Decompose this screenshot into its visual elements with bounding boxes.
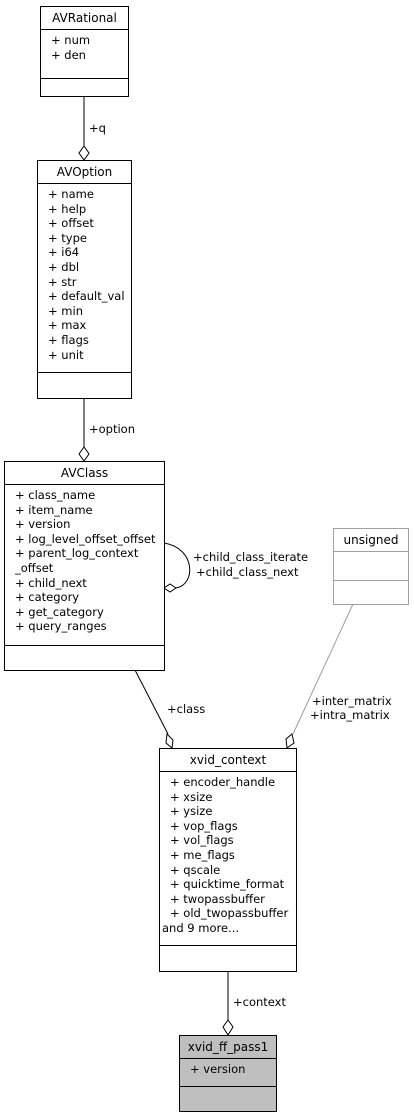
- attribute: + parent_log_context: [15, 546, 139, 561]
- class-name: xvid_context: [160, 749, 296, 772]
- class-name: xvid_ff_pass1: [180, 1036, 276, 1059]
- edge-self-loop: [163, 542, 191, 589]
- attribute: + den: [51, 47, 86, 62]
- attribute: + child_next: [15, 575, 87, 590]
- class-name: AVOption: [38, 161, 131, 184]
- attribute: + vol_flags: [170, 833, 234, 848]
- attribute: + min: [48, 303, 83, 318]
- class-name: unsigned: [334, 529, 408, 552]
- attribute: + i64: [48, 245, 80, 260]
- attribute: + log_level_offset_offset: [15, 531, 156, 546]
- aggregation-diamond-q: [78, 145, 90, 161]
- attribute: + old_twopassbuffer: [170, 906, 289, 921]
- label-child-class-iterate: +child_class_iterate: [193, 550, 309, 564]
- attribute: + item_name: [15, 502, 93, 517]
- attribute: + query_ranges: [15, 619, 107, 634]
- attribute: + str: [48, 274, 77, 289]
- aggregation-diamond-option: [78, 446, 90, 462]
- class-box-avoption[interactable]: AVOption + name+ help+ offset+ type+ i64…: [37, 160, 132, 399]
- attribute: and 9 more...: [162, 920, 240, 935]
- attribute: + dbl: [48, 259, 80, 274]
- label-intra-matrix: +intra_matrix: [310, 708, 390, 722]
- attribute: + category: [15, 590, 80, 605]
- attribute: + offset: [48, 216, 94, 231]
- class-box-avrational[interactable]: AVRational + num+ den: [40, 6, 129, 97]
- aggregation-diamond-context: [222, 1019, 234, 1036]
- attribute: + xsize: [170, 789, 213, 804]
- attribute-list: + class_name+ item_name+ version+ log_le…: [5, 484, 164, 646]
- attribute: + num: [51, 33, 91, 47]
- attribute: + version: [190, 1062, 246, 1076]
- attribute: + unit: [48, 347, 84, 362]
- class-name: AVClass: [5, 462, 164, 485]
- attribute-list: [334, 551, 408, 581]
- attribute: + encoder_handle: [170, 775, 276, 789]
- attribute: + vop_flags: [170, 818, 238, 833]
- attribute: + class_name: [15, 488, 96, 502]
- attribute: + get_category: [15, 604, 104, 619]
- label-inter-matrix: +inter_matrix: [312, 694, 392, 708]
- edge-matrix: [292, 603, 354, 735]
- label-child-class-next: +child_class_next: [196, 565, 299, 579]
- aggregation-diamond-class: [165, 732, 174, 749]
- class-box-xvid-context[interactable]: xvid_context + encoder_handle+ xsize+ ys…: [159, 748, 297, 972]
- label-q: +q: [89, 121, 106, 135]
- label-class: +class: [167, 702, 206, 716]
- attribute: _offset: [15, 560, 54, 575]
- class-box-avclass[interactable]: AVClass + class_name+ item_name+ version…: [4, 461, 165, 671]
- attribute: + me_flags: [170, 847, 235, 862]
- attribute: + type: [48, 230, 87, 245]
- attribute: + twopassbuffer: [170, 891, 265, 906]
- attribute: + qscale: [170, 862, 221, 877]
- attribute-list: + version: [180, 1058, 276, 1087]
- attribute: + name: [48, 187, 94, 201]
- attribute: + version: [15, 517, 71, 532]
- attribute: + max: [48, 318, 87, 333]
- attribute-list: + num+ den: [41, 29, 128, 79]
- class-name: AVRational: [41, 7, 128, 30]
- attribute-list: + name+ help+ offset+ type+ i64+ dbl+ st…: [38, 183, 131, 373]
- class-box-xvid-ff-pass1[interactable]: xvid_ff_pass1 + version: [179, 1035, 277, 1112]
- attribute: + help: [48, 201, 87, 216]
- aggregation-diamond-self: [163, 583, 177, 593]
- label-context: +context: [233, 995, 286, 1009]
- aggregation-diamond-matrix: [285, 733, 295, 749]
- class-box-unsigned[interactable]: unsigned: [333, 528, 409, 605]
- label-option: +option: [89, 422, 135, 436]
- attribute: + ysize: [170, 804, 213, 819]
- edge-class: [134, 669, 169, 735]
- attribute: + quicktime_format: [170, 877, 285, 892]
- attribute: + flags: [48, 332, 89, 347]
- attribute-list: + encoder_handle+ xsize+ ysize+ vop_flag…: [160, 771, 296, 946]
- attribute: + default_val: [48, 289, 125, 304]
